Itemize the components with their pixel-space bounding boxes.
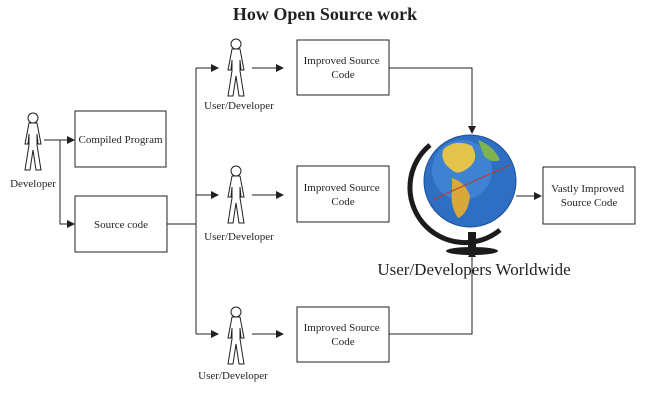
user-developer-top-label: User/Developer <box>204 100 274 112</box>
vastly-improved-line1: Vastly Improved <box>551 183 625 195</box>
improved-source-mid-line2: Code <box>331 196 354 208</box>
vastly-improved-line2: Source Code <box>561 197 618 209</box>
improved-source-mid-box <box>296 165 390 223</box>
globe-icon <box>407 134 517 255</box>
vastly-improved-box <box>542 166 636 225</box>
improved-source-bot-label: Improved Source Code <box>304 322 383 348</box>
source-code-box <box>74 195 168 253</box>
improved-source-bot-line1: Improved Source <box>304 322 380 334</box>
improved-source-mid-label: Improved Source Code <box>304 182 383 208</box>
compiled-program-box <box>74 110 167 168</box>
developer-label: Developer <box>10 178 56 190</box>
source-code-label: Source code <box>94 219 148 231</box>
improved-source-bot-line2: Code <box>331 336 354 348</box>
improved-source-top-box <box>296 39 390 96</box>
diagram-title: How Open Source work <box>233 4 417 24</box>
user-developer-top-person-icon <box>227 38 245 97</box>
improved-source-top-label: Improved Source Code <box>304 55 383 81</box>
compiled-program-label: Compiled Program <box>78 134 162 146</box>
globe-label: User/Developers Worldwide <box>377 260 570 279</box>
user-developer-bot-label: User/Developer <box>198 370 268 382</box>
user-developer-mid-label: User/Developer <box>204 231 274 243</box>
improved-source-mid-line1: Improved Source <box>304 182 380 194</box>
user-developer-mid-person-icon <box>227 165 245 224</box>
improved-source-bot-box <box>296 306 390 363</box>
vastly-improved-label: Vastly Improved Source Code <box>551 183 627 209</box>
improved-source-top-line1: Improved Source <box>304 55 380 67</box>
improved-source-top-line2: Code <box>331 69 354 81</box>
developer-person-icon <box>24 112 42 171</box>
user-developer-bot-person-icon <box>227 306 245 365</box>
